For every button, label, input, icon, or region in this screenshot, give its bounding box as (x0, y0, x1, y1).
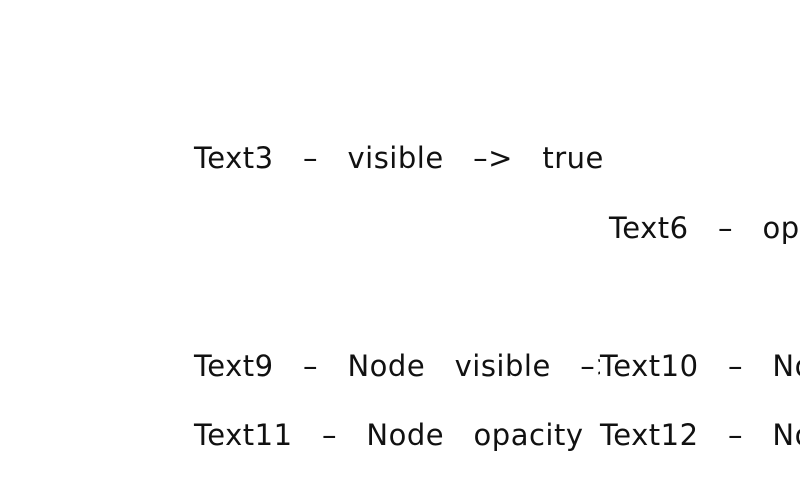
text-label-text6: Text6 – opacity –> 0 (609, 214, 800, 243)
text-label-text10: Text10 – Node visible –> false (600, 352, 800, 381)
text-label-text12: Text12 – Node opacity –> 1 (600, 421, 800, 450)
text-label-text3: Text3 – visible –> true (194, 141, 604, 175)
